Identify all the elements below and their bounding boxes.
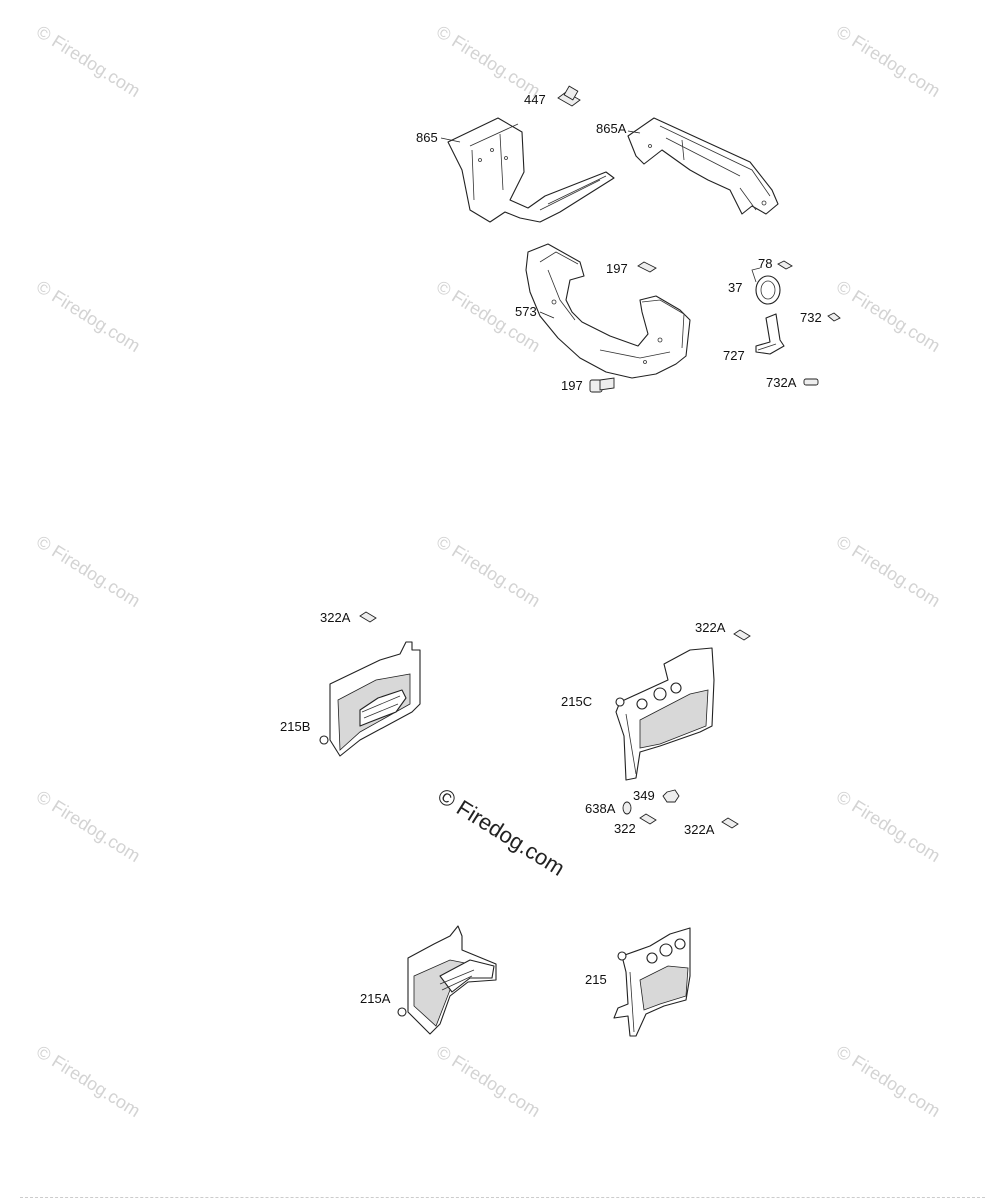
label-865: 865 <box>416 130 438 145</box>
label-322A-lower: 322A <box>684 822 715 837</box>
label-638A: 638A <box>585 801 616 816</box>
part-215-shroud <box>613 927 691 1037</box>
part-573-plate <box>525 243 691 379</box>
label-78: 78 <box>758 256 772 271</box>
label-37: 37 <box>728 280 742 295</box>
label-349: 349 <box>633 788 655 803</box>
watermark: © Firedog.com <box>833 786 944 866</box>
label-322A-left: 322A <box>320 610 351 625</box>
part-322A-screw-right <box>733 629 751 641</box>
watermark: © Firedog.com <box>33 1041 144 1121</box>
watermark: © Firedog.com <box>833 21 944 101</box>
watermark: © Firedog.com <box>33 531 144 611</box>
part-215B-shroud <box>319 641 421 757</box>
label-215A: 215A <box>360 991 391 1006</box>
part-215A-shroud <box>397 925 497 1035</box>
watermark: © Firedog.com <box>433 531 544 611</box>
label-447: 447 <box>524 92 546 107</box>
bottom-divider <box>20 1197 985 1198</box>
part-37-clamp <box>751 267 781 305</box>
part-349-nut <box>662 789 680 803</box>
watermark: © Firedog.com <box>433 21 544 101</box>
part-215C-shroud <box>615 647 715 781</box>
watermark: © Firedog.com <box>433 1041 544 1121</box>
label-197-top: 197 <box>606 261 628 276</box>
part-197-screw <box>637 261 657 273</box>
part-732A-screw <box>803 378 819 386</box>
part-322A-screw-lower <box>721 817 739 829</box>
watermark: © Firedog.com <box>33 786 144 866</box>
part-638A-washer <box>622 801 632 815</box>
watermark: © Firedog.com <box>833 276 944 356</box>
label-197-bottom: 197 <box>561 378 583 393</box>
label-573: 573 <box>515 304 537 319</box>
center-watermark: © Firedog.com <box>433 783 569 881</box>
part-197-bolt <box>589 377 615 393</box>
watermark: © Firedog.com <box>833 531 944 611</box>
part-865-shroud <box>447 117 615 223</box>
label-727: 727 <box>723 348 745 363</box>
part-865A-shroud <box>627 117 779 215</box>
part-78-screw <box>777 260 793 270</box>
watermark: © Firedog.com <box>833 1041 944 1121</box>
label-732: 732 <box>800 310 822 325</box>
label-322: 322 <box>614 821 636 836</box>
part-322-screw <box>639 813 657 825</box>
watermark: © Firedog.com <box>33 21 144 101</box>
part-727-bracket <box>755 313 785 355</box>
label-215C: 215C <box>561 694 592 709</box>
label-215B: 215B <box>280 719 310 734</box>
part-732-screw <box>827 312 841 322</box>
watermark: © Firedog.com <box>33 276 144 356</box>
label-865A: 865A <box>596 121 627 136</box>
part-447-screw <box>557 85 581 107</box>
label-215: 215 <box>585 972 607 987</box>
label-732A: 732A <box>766 375 797 390</box>
label-322A-right: 322A <box>695 620 726 635</box>
part-322A-screw-left <box>359 611 377 623</box>
